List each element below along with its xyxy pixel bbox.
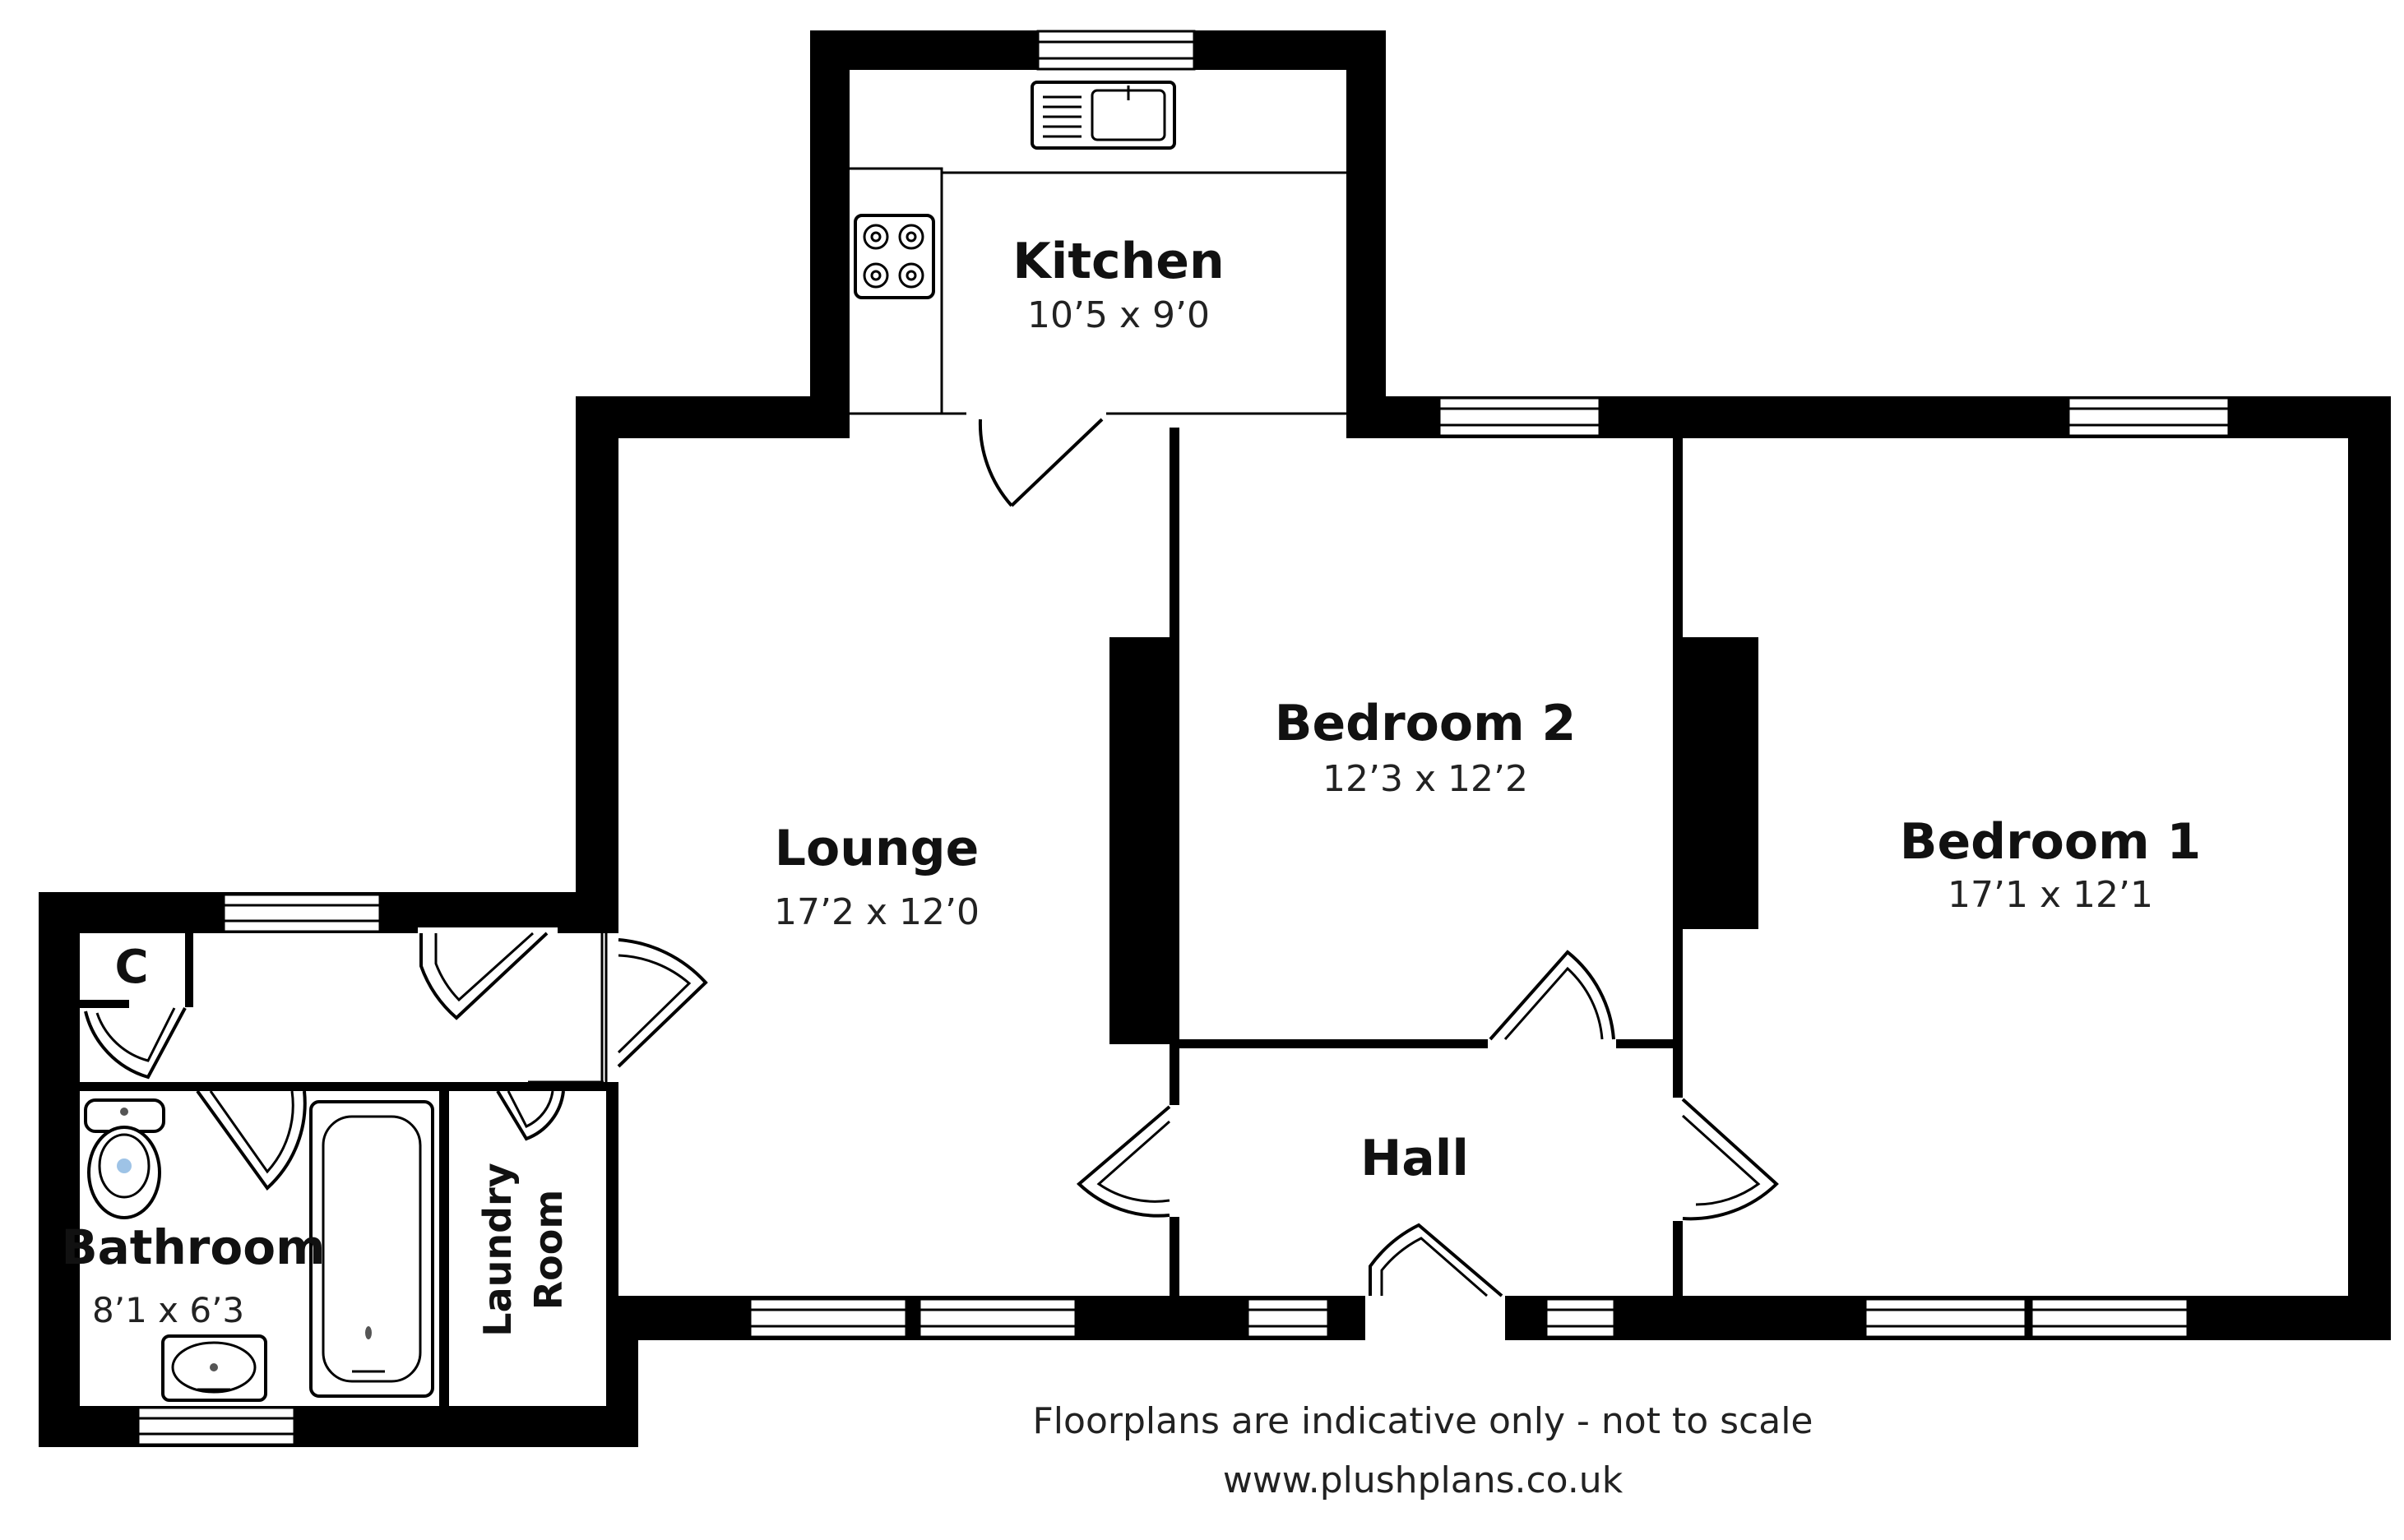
hall-label: Hall (1360, 1130, 1469, 1187)
window-kitchen (1036, 30, 1196, 71)
cupboard-label: C (114, 941, 148, 994)
hob-icon (854, 214, 935, 299)
door-laundry (496, 1089, 565, 1141)
bedroom1-label: Bedroom 1 (1900, 813, 2202, 871)
door-bathroom (196, 1089, 307, 1191)
windows (137, 30, 2230, 1446)
kitchen-sink-icon (1031, 81, 1176, 150)
internal-walls (80, 167, 1758, 1406)
toilet-icon (84, 1098, 165, 1219)
laundry-label-line1: Laundry (475, 1163, 520, 1336)
window-lounge-bottom (748, 1297, 1077, 1339)
kitchen-label: Kitchen (1012, 233, 1224, 290)
door-lounge (1077, 1105, 1171, 1218)
door-kitchen (978, 418, 1104, 507)
room-labels: Kitchen 10’5 x 9’0 Lounge 17’2 x 12’0 Be… (61, 233, 2201, 1337)
lounge-label: Lounge (775, 820, 980, 877)
laundry-label-line2: Room (526, 1190, 571, 1311)
window-bathroom (137, 1406, 296, 1446)
bathroom-label: Bathroom (61, 1219, 325, 1275)
door-bedroom2 (1489, 950, 1615, 1041)
window-bedroom1-top (2067, 396, 2230, 437)
bath-icon (309, 1100, 434, 1398)
door-front (1369, 1223, 1503, 1297)
door-corridor-top (419, 932, 549, 1020)
laundry-label: Laundry Room (475, 1163, 571, 1336)
bathroom-dims: 8’1 x 6’3 (92, 1290, 244, 1330)
bedroom2-label: Bedroom 2 (1275, 695, 1577, 752)
window-bedroom1-bottom (1864, 1297, 2189, 1339)
door-bedroom1 (1681, 1098, 1779, 1221)
kitchen-dims: 10’5 x 9’0 (1027, 294, 1210, 336)
basin-icon (161, 1334, 267, 1402)
window-corridor (222, 893, 382, 933)
lounge-dims: 17’2 x 12’0 (774, 891, 980, 933)
bedroom1-dims: 17’1 x 12’1 (1948, 874, 2153, 916)
window-bedroom2 (1438, 396, 1601, 437)
website-text: www.plushplans.co.uk (1223, 1459, 1624, 1501)
fixtures (84, 81, 1176, 1402)
footer: Floorplans are indicative only - not to … (1032, 1400, 1813, 1501)
door-cupboard (84, 1007, 187, 1080)
disclaimer-text: Floorplans are indicative only - not to … (1032, 1400, 1813, 1442)
bedroom2-dims: 12’3 x 12’2 (1322, 758, 1528, 800)
window-hall-bottom (1246, 1297, 1616, 1339)
door-corridor-lounge (617, 938, 708, 1068)
doors (84, 407, 1779, 1341)
